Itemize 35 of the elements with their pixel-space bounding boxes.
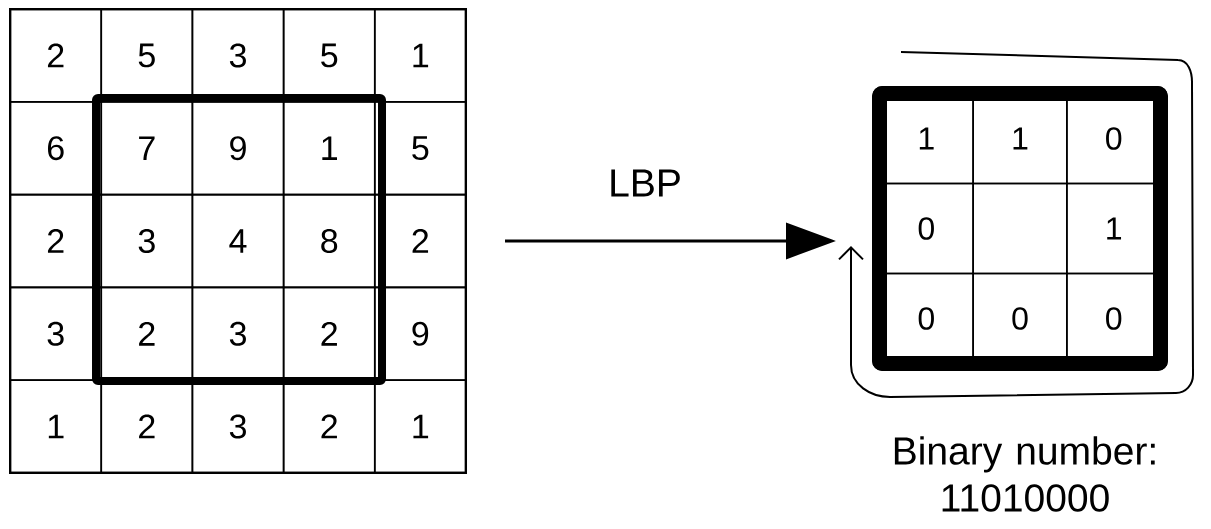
grid-cell: 5: [282, 8, 376, 103]
grid-cell: 7: [100, 101, 194, 196]
grid-cell: 3: [191, 379, 285, 474]
grid-cell: 0: [878, 182, 974, 275]
grid-cell: 0: [1066, 92, 1162, 185]
caption-text: Binary number: 11010000: [894, 436, 1155, 512]
grid-cell: 3: [191, 286, 285, 381]
grid-cell: 3: [191, 8, 285, 103]
grid-cell: 2: [373, 193, 467, 289]
grid-cell: 6: [9, 101, 103, 196]
grid-cell: 1: [1066, 182, 1162, 275]
grid-cell: 1: [282, 101, 376, 196]
node-label: 2: [47, 43, 64, 68]
grid-cell: 0: [972, 272, 1068, 365]
node-label: 1: [919, 127, 934, 150]
grid-cell: 2: [100, 286, 194, 381]
grid-cell: 1: [972, 92, 1068, 185]
grid-cell: 1: [373, 8, 467, 103]
grid-cell: 1: [373, 379, 467, 474]
grid-cell: 0: [878, 272, 974, 365]
grid-cell: 9: [191, 101, 285, 196]
grid-cell: 3: [100, 193, 194, 289]
grid-cell: 2: [100, 379, 194, 474]
grid-cell: 5: [100, 8, 194, 103]
grid-cell: 5: [373, 101, 467, 196]
edge-label: LBP: [611, 169, 680, 197]
grid-cell: 2: [9, 193, 103, 289]
grid-cell: 9: [373, 286, 467, 381]
grid-cell: 4: [191, 193, 285, 289]
grid-cell: 0: [1066, 272, 1162, 365]
grid-cell: 2: [282, 379, 376, 474]
grid-cell: 1: [9, 379, 103, 474]
grid-cell: 8: [282, 193, 376, 289]
grid-cell: 2: [282, 286, 376, 381]
grid-cell: 3: [9, 286, 103, 381]
